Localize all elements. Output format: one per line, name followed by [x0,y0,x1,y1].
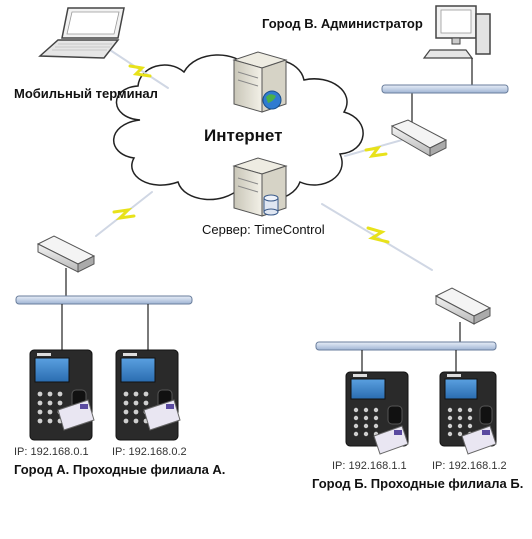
laptop-icon [38,7,125,59]
access-terminal-icon [345,371,409,447]
network-bus [381,58,509,124]
rfid-card-icon [461,425,497,455]
network-bus [15,295,193,350]
network-switch-icon [434,287,492,325]
network-switch-icon [390,119,448,157]
wireless-link-icon [344,139,403,158]
mobile-terminal-label: Мобильный терминал [14,86,158,101]
database-icon [263,194,279,216]
city-a-caption: Город А. Проходные филиала А. [14,462,226,477]
ip-label-b1: IP: 192.168.1.1 [332,460,407,472]
city-b-admin-label: Город В. Администратор [262,16,423,31]
wireless-link-icon [321,203,433,271]
network-switch-icon [36,235,96,273]
server-icon [232,51,288,113]
wireless-link-icon [95,191,153,237]
ip-label-a2: IP: 192.168.0.2 [112,446,187,458]
ip-label-b2: IP: 192.168.1.2 [432,460,507,472]
city-b-caption: Город Б. Проходные филиала Б. [312,476,524,491]
network-bus [315,341,497,372]
ip-label-a1: IP: 192.168.0.1 [14,446,89,458]
server-label: Сервер: TimeControl [202,222,325,237]
internet-label: Интернет [204,126,283,145]
desktop-computer-icon [422,5,491,59]
rfid-card-icon [373,425,409,455]
wireless-link-icon [109,49,169,89]
rfid-card-icon [57,399,95,431]
access-terminal-icon [115,349,179,441]
rfid-card-icon [143,399,181,431]
cloud-icon [113,54,364,201]
access-terminal-icon [439,371,497,447]
access-terminal-icon [29,349,93,441]
